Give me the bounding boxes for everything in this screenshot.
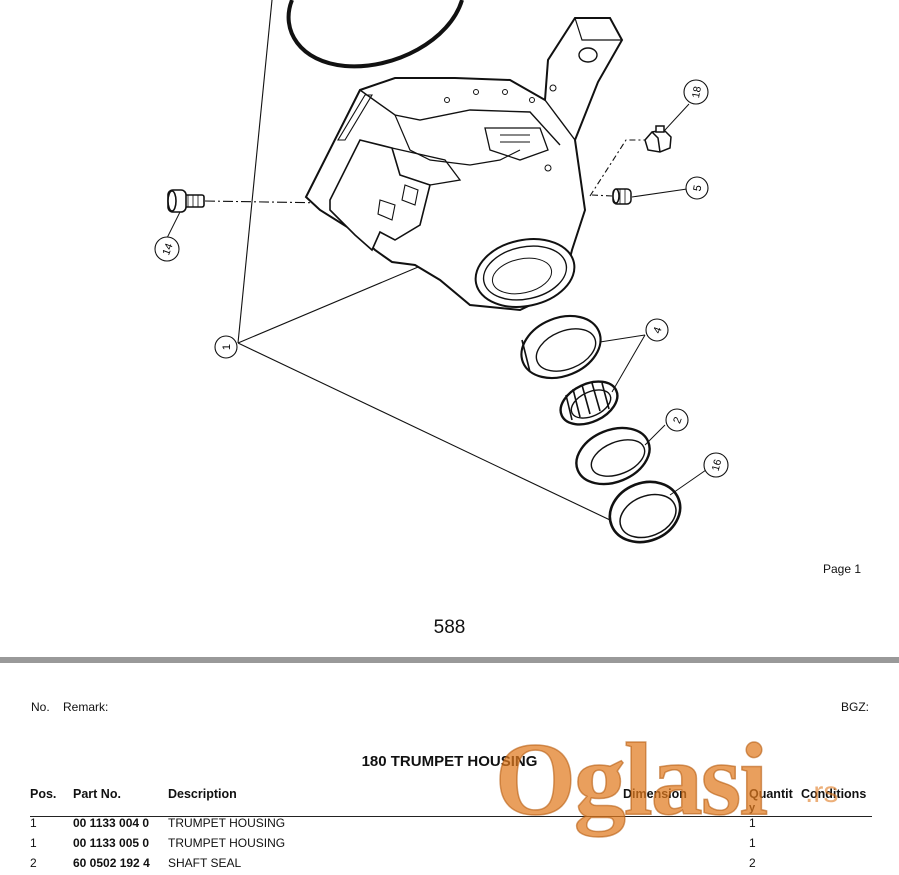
callout-2-label: 2	[671, 415, 684, 425]
callout-5-label: 5	[692, 184, 705, 192]
exploded-parts-diagram: 1 2 4 5 14 16 18	[154, 0, 729, 544]
row-3-part-no: 60 0502 192 4	[73, 856, 150, 870]
meta-remark-label: Remark:	[63, 700, 109, 714]
page-number: 588	[433, 617, 466, 638]
row-3-description: SHAFT SEAL	[168, 856, 242, 870]
callout-18-label: 18	[690, 85, 704, 99]
ring-part-16	[608, 480, 682, 544]
callout-14: 14	[154, 236, 180, 262]
shaft-seal-part-2	[575, 426, 651, 486]
callout-1: 1	[214, 335, 238, 359]
callout-4-label: 4	[651, 325, 664, 335]
row-1-part-no: 00 1133 004 0	[73, 816, 150, 830]
header-quantity-wrap: y	[749, 802, 756, 814]
bolt-part-14	[167, 189, 205, 213]
row-2-description: TRUMPET HOUSING	[168, 836, 286, 850]
row-2-part-no: 00 1133 005 0	[73, 836, 150, 850]
section-title: 180 TRUMPET HOUSING	[361, 753, 538, 770]
meta-bgz-label: BGZ:	[841, 700, 870, 714]
header-description: Description	[168, 787, 237, 801]
callout-4: 4	[645, 318, 669, 342]
roller-bearing-part-4	[559, 380, 619, 426]
callout-1-label: 1	[221, 344, 233, 350]
row-1-pos: 1	[30, 816, 37, 830]
callout-16: 16	[703, 452, 729, 478]
plug-part-18	[644, 125, 672, 153]
page-label: Page 1	[823, 562, 862, 576]
trumpet-housing	[304, 17, 624, 312]
header-conditions: Conditions	[801, 787, 867, 801]
header-pos: Pos.	[30, 787, 57, 801]
callout-16-label: 16	[710, 458, 725, 473]
callout-14-label: 14	[160, 242, 175, 257]
row-3-pos: 2	[30, 856, 37, 870]
callout-5: 5	[685, 176, 709, 200]
header-quantity: Quantit	[749, 787, 793, 801]
header-part-no: Part No.	[73, 787, 121, 801]
row-2-quantity: 1	[749, 836, 756, 850]
o-ring	[286, 0, 464, 69]
callout-2: 2	[665, 408, 689, 432]
page-divider	[0, 657, 899, 663]
watermark-text: Oglasi	[495, 722, 767, 837]
oglasi-watermark: Oglasi .rs	[495, 722, 838, 838]
header-dimension: Dimension	[623, 787, 687, 801]
row-1-quantity: 1	[749, 816, 756, 830]
row-3-quantity: 2	[749, 856, 756, 870]
meta-no-label: No.	[31, 700, 50, 714]
table-header-rule	[30, 816, 872, 817]
callout-18: 18	[683, 79, 709, 105]
row-1-description: TRUMPET HOUSING	[168, 816, 286, 830]
bearing-cup-part-4	[520, 314, 602, 380]
row-2-pos: 1	[30, 836, 37, 850]
plug-part-5	[612, 188, 632, 205]
